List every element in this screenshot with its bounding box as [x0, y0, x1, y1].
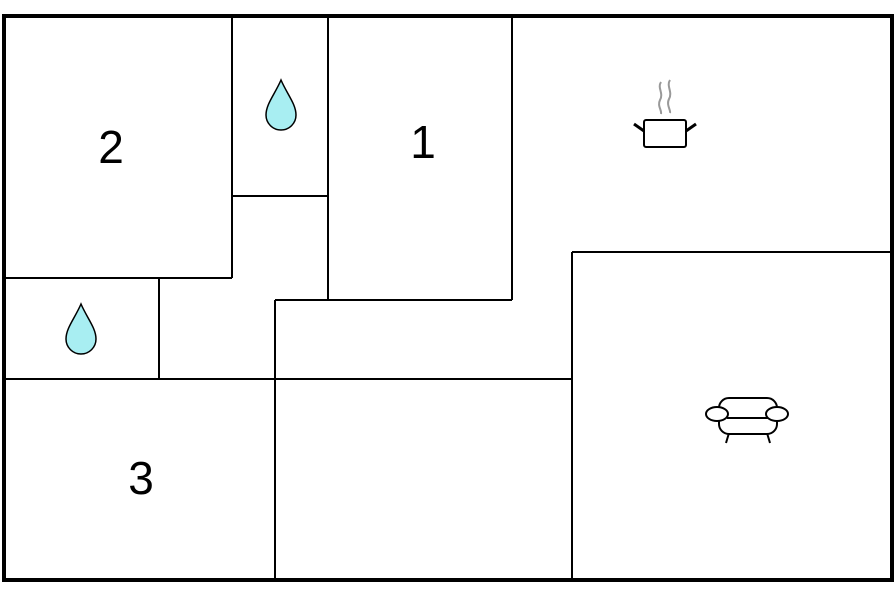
room-label-3: 3 — [128, 452, 154, 504]
room-label-2: 2 — [98, 121, 124, 173]
outer-wall — [2, 14, 894, 582]
sofa-icon — [705, 397, 789, 444]
cooking-pot-icon — [633, 79, 697, 148]
interior-walls — [4, 16, 892, 580]
water-drop-icon — [65, 302, 97, 355]
room-label-1: 1 — [410, 116, 436, 168]
water-drop-icon — [265, 78, 297, 131]
